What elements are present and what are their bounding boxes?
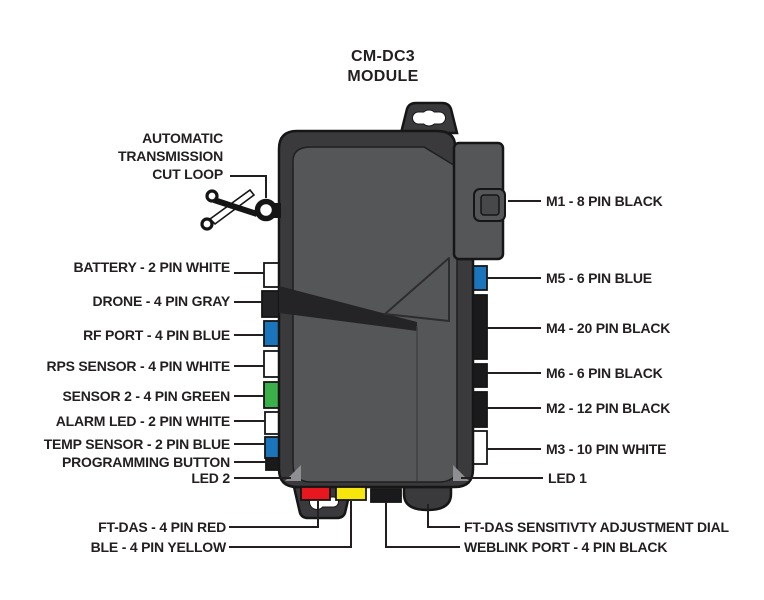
label-ftdas-dial: FT-DAS SENSITIVTY ADJUSTMENT DIAL <box>464 518 729 535</box>
label-m5: M5 - 6 PIN BLUE <box>546 269 652 286</box>
programming-button <box>265 457 280 471</box>
sensor2-connector <box>263 381 280 409</box>
label-cut-loop-line1: AUTOMATIC <box>142 130 223 146</box>
temp-sensor-connector <box>264 436 280 459</box>
label-m2: M2 - 12 PIN BLACK <box>546 399 671 416</box>
label-led2: LED 2 <box>191 469 230 486</box>
label-cut-loop-line3: CUT LOOP <box>152 166 223 182</box>
label-weblink: WEBLINK PORT - 4 PIN BLACK <box>464 538 668 555</box>
module-stripe <box>279 286 417 331</box>
battery-connector <box>263 262 280 288</box>
label-m6: M6 - 6 PIN BLACK <box>546 364 663 381</box>
label-cut-loop-line2: TRANSMISSION <box>118 148 223 164</box>
label-temp-sensor: TEMP SENSOR - 2 PIN BLUE <box>43 435 231 452</box>
top-mounting-tab <box>399 101 459 135</box>
label-battery: BATTERY - 2 PIN WHITE <box>73 258 230 275</box>
page-title: CM-DC3 MODULE <box>283 47 483 87</box>
label-led1: LED 1 <box>548 469 587 486</box>
cut-loop-wire <box>254 198 281 222</box>
drone-connector <box>261 290 280 318</box>
label-programming-button: PROGRAMMING BUTTON <box>61 453 230 470</box>
title-line1: CM-DC3 <box>350 48 416 65</box>
leader-lines <box>229 175 543 548</box>
label-m4: M4 - 20 PIN BLACK <box>546 319 671 336</box>
label-ftdas-red: FT-DAS - 4 PIN RED <box>98 518 226 535</box>
label-cut-loop: AUTOMATIC TRANSMISSION CUT LOOP <box>118 129 223 183</box>
title-line2: MODULE <box>347 68 419 85</box>
label-alarm-led: ALARM LED - 2 PIN WHITE <box>55 412 230 429</box>
label-rf-port: RF PORT - 4 PIN BLUE <box>83 326 230 343</box>
ble-connector <box>335 486 367 501</box>
m1-connector <box>452 141 506 261</box>
label-sensor2: SENSOR 2 - 4 PIN GREEN <box>62 387 230 404</box>
module-triangle-emboss <box>384 257 450 322</box>
scissors-icon <box>200 188 258 231</box>
rps-sensor-connector <box>263 350 280 378</box>
weblink-port-connector <box>370 488 402 503</box>
keyhole-top-icon <box>412 109 446 127</box>
rf-port-connector <box>263 320 280 347</box>
label-ble: BLE - 4 PIN YELLOW <box>90 538 227 555</box>
label-m1: M1 - 8 PIN BLACK <box>546 192 663 209</box>
alarm-led-connector <box>264 411 280 435</box>
label-m3: M3 - 10 PIN WHITE <box>546 440 667 457</box>
ftdas-connector <box>300 486 331 501</box>
label-drone: DRONE - 4 PIN GRAY <box>92 292 231 309</box>
label-rps-sensor: RPS SENSOR - 4 PIN WHITE <box>46 357 231 374</box>
